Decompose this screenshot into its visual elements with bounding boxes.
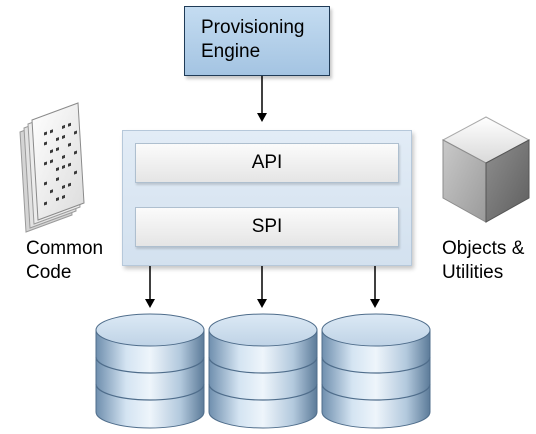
database-icon: [208, 313, 318, 429]
objects-utilities-label: Objects & Utilities: [442, 237, 524, 285]
document-stack-icon: [19, 102, 85, 233]
cube-icon: [441, 116, 531, 223]
common-code-label: Common Code: [26, 237, 103, 285]
engine-to-api-arrow: [257, 76, 267, 122]
provisioning-engine-box: Provisioning Engine: [184, 6, 330, 76]
interface-container: API SPI: [122, 130, 412, 266]
objects-utilities-line2: Utilities: [442, 262, 504, 283]
common-code-line1: Common: [26, 238, 104, 259]
spi-to-database-arrow: [257, 266, 267, 308]
engine-label-line1: Provisioning: [201, 17, 305, 38]
api-layer: API: [135, 143, 399, 183]
objects-utilities-line1: Objects &: [442, 238, 525, 259]
engine-label-line2: Engine: [201, 41, 261, 62]
database-icon: [321, 313, 431, 429]
database-icon: [95, 313, 205, 429]
spi-layer: SPI: [135, 207, 399, 247]
spi-to-database-arrow: [145, 266, 155, 308]
common-code-line2: Code: [26, 262, 72, 283]
spi-to-database-arrow: [370, 266, 380, 308]
